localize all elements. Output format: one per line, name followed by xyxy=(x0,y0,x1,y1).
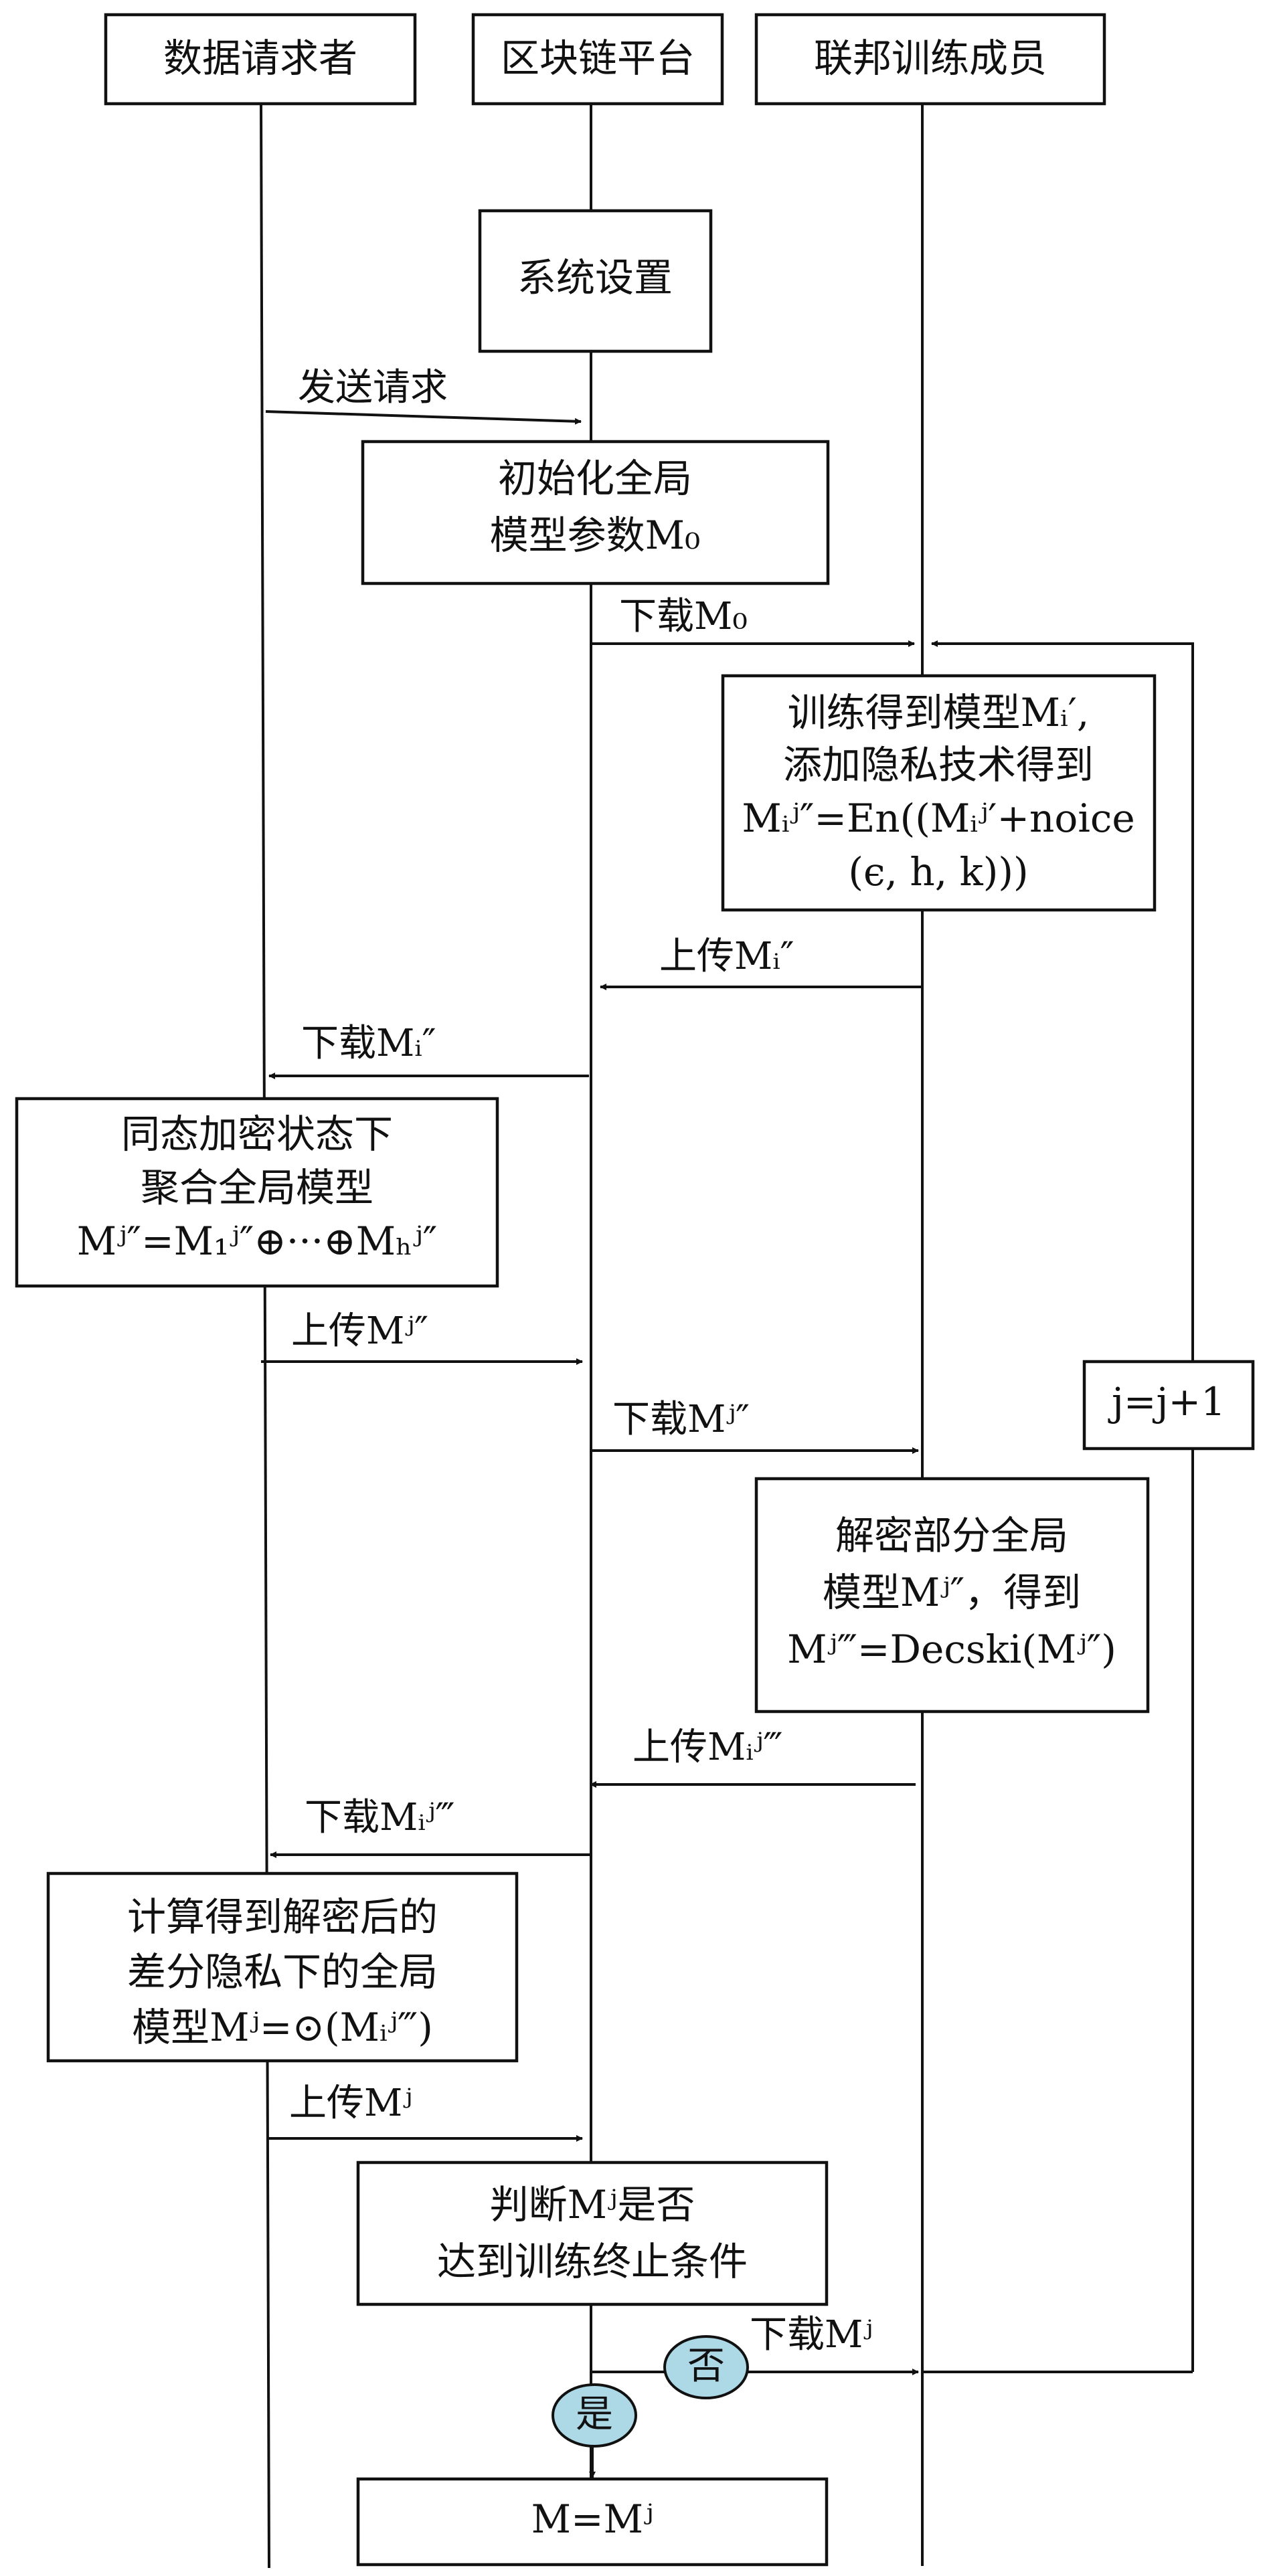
box-compute-global-line-3: 模型Mʲ=⊙(Mᵢʲ‴) xyxy=(132,2005,433,2050)
participant-chain: 区块链平台 xyxy=(471,13,724,106)
msg-upload-mj-label: 上传Mʲ xyxy=(289,2082,412,2125)
participant-members: 联邦训练成员 xyxy=(754,13,1106,106)
msg-upload-mi2-label: 上传Mᵢ″ xyxy=(659,935,794,978)
participant-requester-label: 数据请求者 xyxy=(163,35,357,81)
box-train-local-line-2: 添加隐私技术得到 xyxy=(783,742,1094,788)
box-loop-counter-line-1: j=j+1 xyxy=(1108,1379,1226,1424)
box-system-setup-line-1: 系统设置 xyxy=(517,255,673,300)
box-init-model-line-1: 初始化全局 xyxy=(498,456,692,501)
participant-requester: 数据请求者 xyxy=(104,13,417,106)
box-check-stop-line-2: 达到训练终止条件 xyxy=(437,2239,748,2284)
box-aggregate-line-2: 聚合全局模型 xyxy=(141,1165,373,1210)
msg-download-mi2-label: 下载Mᵢ″ xyxy=(301,1022,436,1065)
box-final-model: M=Mʲ xyxy=(356,2477,829,2567)
decision-yes-label: 是 xyxy=(576,2393,613,2436)
box-compute-global-line-2: 差分隐私下的全局 xyxy=(127,1949,438,1995)
box-train-local-line-4: (ϵ, h, k))) xyxy=(848,849,1028,895)
box-loop-counter: j=j+1 xyxy=(1082,1360,1255,1451)
box-aggregate-line-3: Mʲ″=M₁ʲ″⊕···⊕Mₕʲ″ xyxy=(77,1218,438,1264)
box-decrypt-partial-line-3: Mʲ‴=Decski(Mʲ″) xyxy=(787,1627,1116,1672)
msg-download-mj-label: 下载Mʲ xyxy=(750,2313,873,2357)
box-init-model: 初始化全局 模型参数M₀ xyxy=(361,440,830,585)
loop-back-line xyxy=(931,640,1194,2372)
box-train-local-line-3: Mᵢʲ″=En((Mᵢʲ′+noice xyxy=(742,796,1134,841)
msg-send-request-arrow xyxy=(265,410,582,425)
box-compute-global: 计算得到解密后的 差分隐私下的全局 模型Mʲ=⊙(Mᵢʲ‴) xyxy=(46,1871,519,2063)
box-aggregate-line-1: 同态加密状态下 xyxy=(121,1111,393,1157)
box-aggregate: 同态加密状态下 聚合全局模型 Mʲ″=M₁ʲ″⊕···⊕Mₕʲ″ xyxy=(15,1097,499,1288)
box-decrypt-partial-line-2: 模型Mʲ″，得到 xyxy=(823,1570,1081,1615)
participant-chain-label: 区块链平台 xyxy=(501,35,695,81)
participant-members-label: 联邦训练成员 xyxy=(814,35,1047,81)
box-train-local-line-1: 训练得到模型Mᵢ′, xyxy=(788,690,1090,735)
msg-download-m0-label: 下载M₀ xyxy=(619,595,748,638)
box-train-local: 训练得到模型Mᵢ′, 添加隐私技术得到 Mᵢʲ″=En((Mᵢʲ′+noice … xyxy=(721,674,1157,912)
box-final-model-line-1: M=Mʲ xyxy=(531,2496,654,2542)
box-check-stop: 判断Mʲ是否 达到训练终止条件 xyxy=(356,2160,829,2306)
msg-download-mj2-label: 下载Mʲ″ xyxy=(612,1398,750,1441)
box-init-model-line-2: 模型参数M₀ xyxy=(490,513,701,558)
msg-send-request-label: 发送请求 xyxy=(298,366,448,409)
lifeline-requester xyxy=(260,103,270,2569)
decision-no-label: 否 xyxy=(687,2344,725,2388)
msg-upload-mij3-label: 上传Mᵢʲ‴ xyxy=(632,1726,783,1769)
box-check-stop-line-1: 判断Mʲ是否 xyxy=(490,2182,695,2227)
decision-yes: 是 xyxy=(552,2383,637,2448)
box-decrypt-partial: 解密部分全局 模型Mʲ″，得到 Mʲ‴=Decski(Mʲ″) xyxy=(754,1477,1150,1714)
box-compute-global-line-1: 计算得到解密后的 xyxy=(127,1894,438,1940)
decision-no: 否 xyxy=(663,2335,749,2399)
box-system-setup: 系统设置 xyxy=(478,209,713,353)
msg-download-mij3-label: 下载Mᵢʲ‴ xyxy=(305,1796,455,1839)
box-decrypt-partial-line-1: 解密部分全局 xyxy=(835,1513,1068,1558)
msg-upload-mj2-label: 上传Mʲ″ xyxy=(291,1309,428,1353)
